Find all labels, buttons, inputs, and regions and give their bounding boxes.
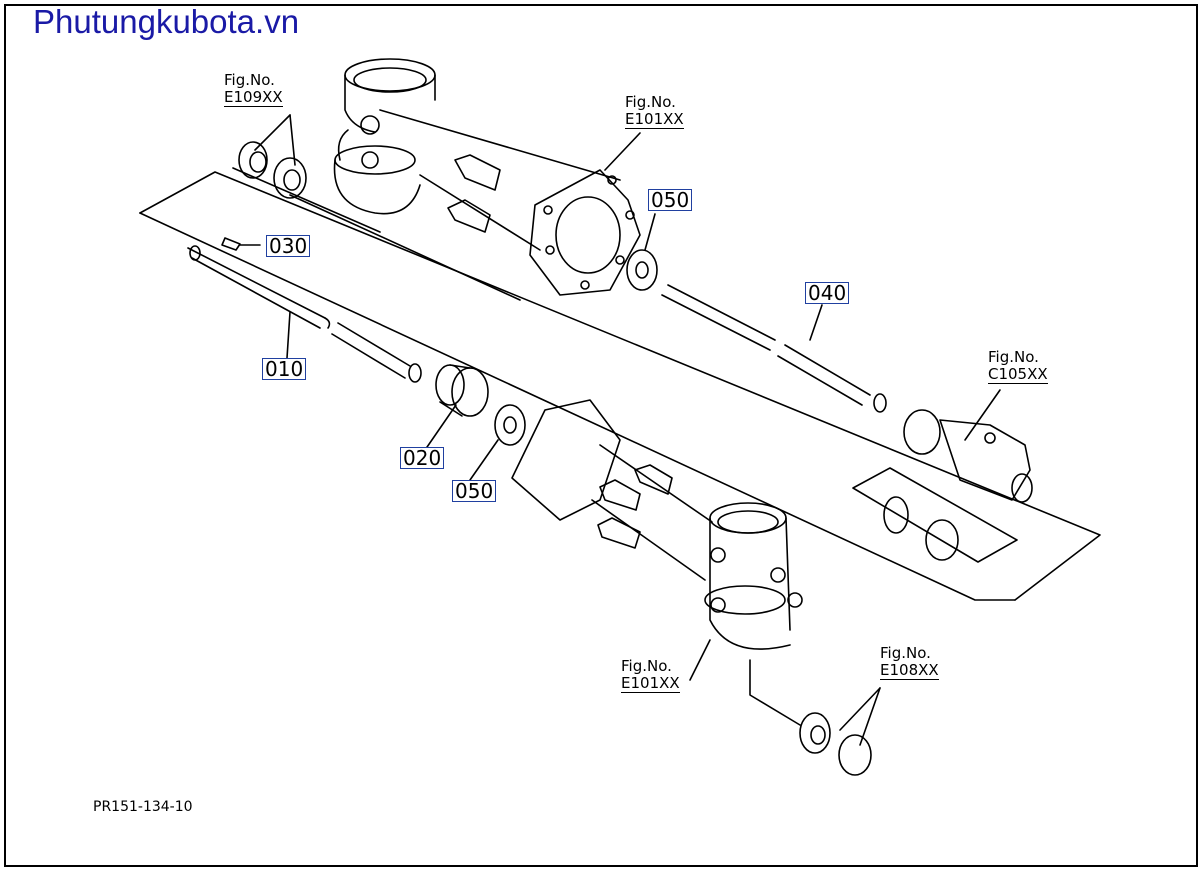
part-050-lower[interactable]: 050: [452, 480, 497, 502]
washer-050-lower: [494, 404, 526, 446]
fig-ref-e101-upper: Fig.No. E101XX: [625, 94, 684, 129]
site-watermark: Phutungkubota.vn: [33, 3, 300, 40]
upper-axle-housing: [333, 58, 641, 296]
coupling-020: [435, 364, 489, 417]
c105-yoke: [903, 409, 1033, 503]
e108-bearing-gear: [799, 712, 872, 776]
e109-gear-bearing: [238, 141, 307, 199]
diff-gear-box: [852, 467, 1018, 563]
drawing-frame: [4, 4, 1198, 867]
shaft-040: [661, 284, 887, 413]
part-020[interactable]: 020: [400, 447, 445, 469]
fig-ref-label: Fig.No.: [621, 657, 672, 675]
fig-ref-c105: Fig.No. C105XX: [988, 349, 1048, 384]
lower-axle-housing: [511, 399, 803, 726]
part-050-upper[interactable]: 050: [648, 189, 693, 211]
fig-ref-code: E109XX: [224, 88, 283, 107]
part-040[interactable]: 040: [805, 282, 850, 304]
washer-050-upper: [626, 249, 658, 291]
shaft-010: [187, 237, 422, 383]
document-id: PR151-134-10: [93, 799, 193, 815]
fig-ref-label: Fig.No.: [880, 644, 931, 662]
assembly-outline-left: [139, 171, 1101, 601]
assembly-outline-left-lower: [139, 212, 1016, 601]
fig-ref-label: Fig.No.: [625, 93, 676, 111]
fig-ref-code: E101XX: [621, 674, 680, 693]
fig-ref-label: Fig.No.: [224, 71, 275, 89]
diff-gears: [883, 496, 959, 561]
fig-ref-e109: Fig.No. E109XX: [224, 72, 283, 107]
part-010[interactable]: 010: [262, 358, 307, 380]
fig-ref-code: E108XX: [880, 661, 939, 680]
fig-ref-e108: Fig.No. E108XX: [880, 645, 939, 680]
fig-ref-e101-lower: Fig.No. E101XX: [621, 658, 680, 693]
fig-ref-code: E101XX: [625, 110, 684, 129]
part-030[interactable]: 030: [266, 235, 311, 257]
fig-ref-label: Fig.No.: [988, 348, 1039, 366]
fig-ref-code: C105XX: [988, 365, 1048, 384]
